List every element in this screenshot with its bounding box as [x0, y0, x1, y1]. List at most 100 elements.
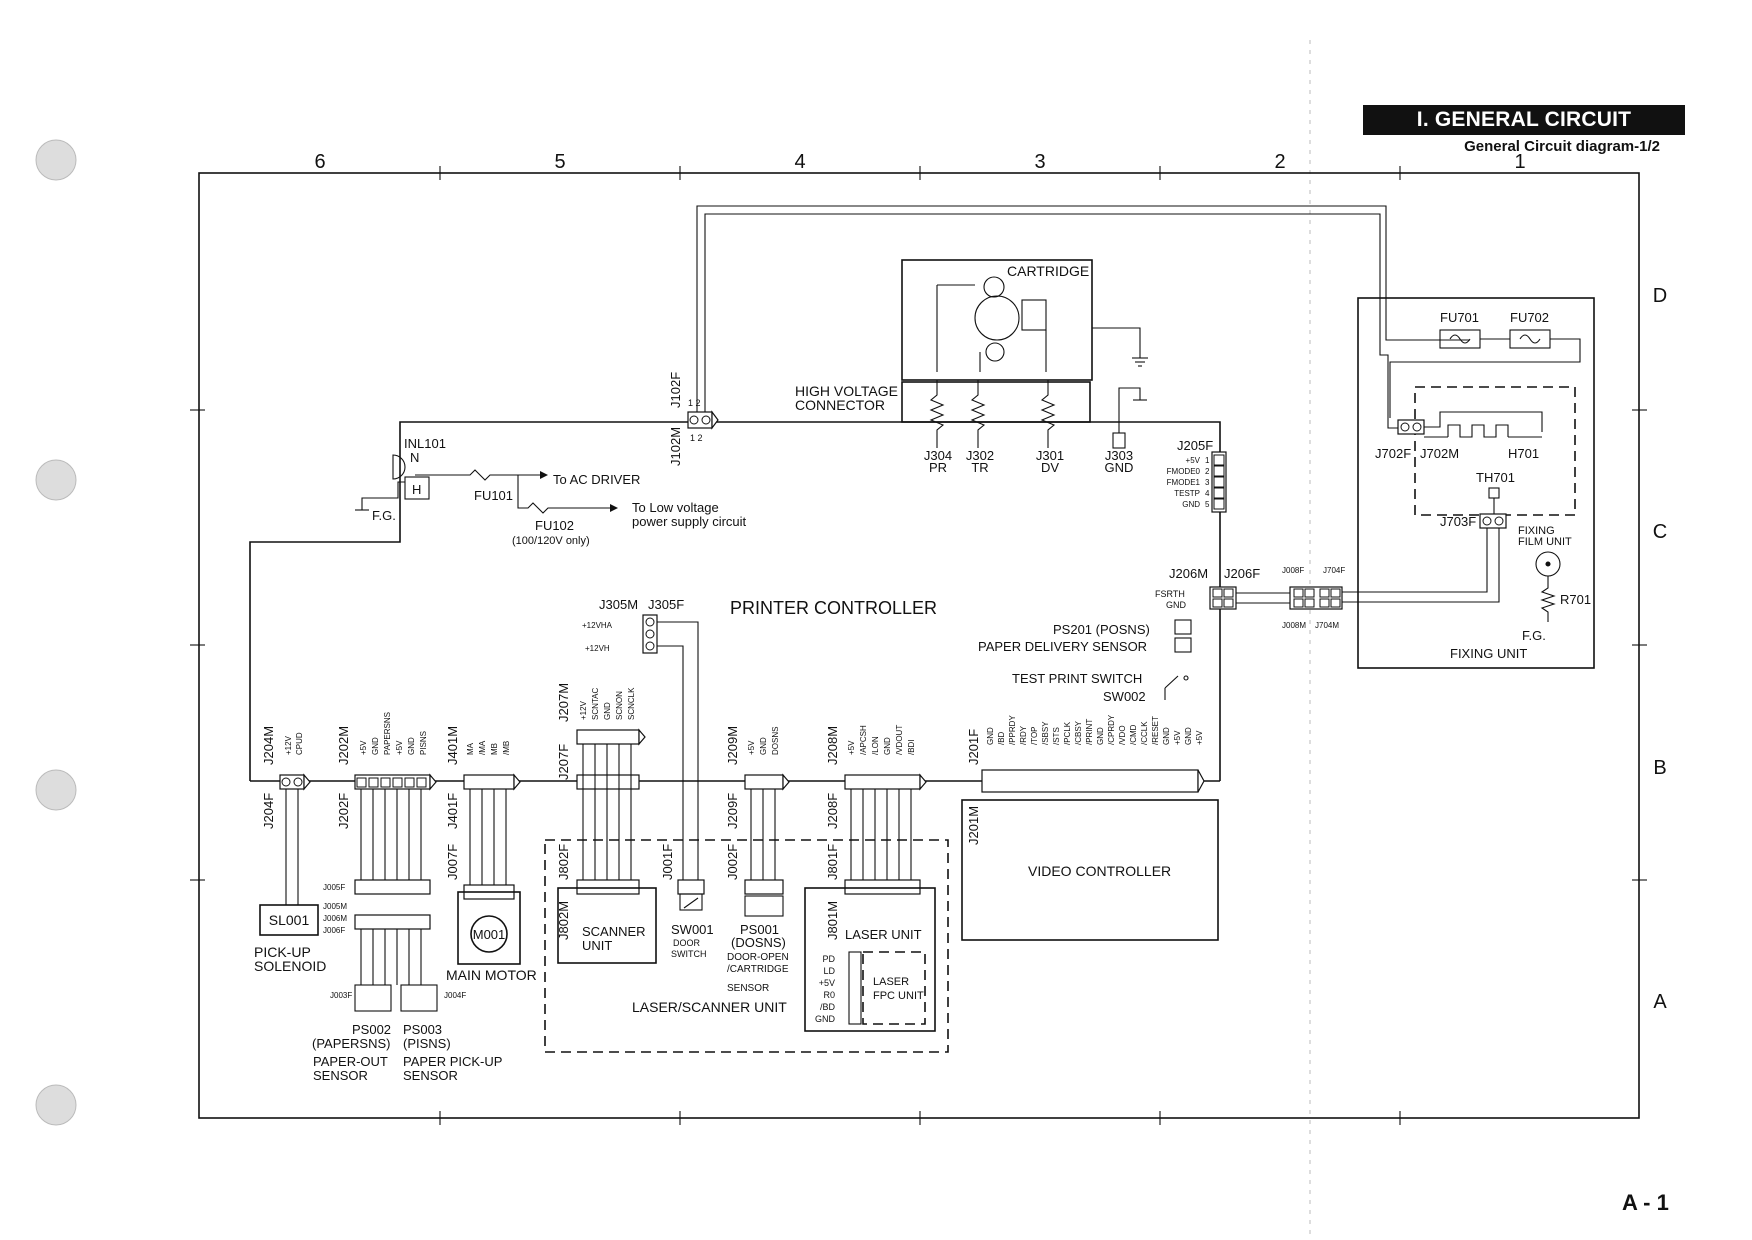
svg-text:J204M: J204M	[261, 726, 276, 765]
svg-text:J006M: J006M	[323, 914, 347, 923]
svg-text:/SBSY: /SBSY	[1041, 721, 1050, 745]
sl001-solenoid	[259, 904, 319, 936]
laser-scanner-unit	[544, 839, 949, 1053]
fu102-label: FU102	[535, 518, 574, 533]
j702-connector	[1397, 419, 1425, 435]
svg-text:H701: H701	[1508, 446, 1539, 461]
svg-text:4: 4	[1205, 489, 1210, 498]
col-label-3: 3	[1034, 151, 1045, 173]
svg-text:1 2: 1 2	[688, 398, 701, 408]
svg-text:LASER/SCANNER UNIT: LASER/SCANNER UNIT	[632, 999, 787, 1015]
svg-text:GND: GND	[759, 737, 768, 755]
svg-text:+5V: +5V	[1195, 730, 1204, 745]
svg-text:GND: GND	[407, 737, 416, 755]
svg-text:To Low voltage: To Low voltage	[632, 500, 719, 515]
col-label-6: 6	[314, 151, 325, 173]
svg-text:TEST PRINT SWITCH: TEST PRINT SWITCH	[1012, 671, 1142, 686]
svg-text:J208M: J208M	[825, 726, 840, 765]
svg-text:R0: R0	[823, 990, 835, 1000]
svg-text:FSRTH: FSRTH	[1155, 589, 1185, 599]
svg-text:3: 3	[1205, 478, 1210, 487]
svg-text:(DOSNS): (DOSNS)	[731, 935, 786, 950]
row-label-b: B	[1653, 757, 1666, 779]
svg-text:/CMD: /CMD	[1129, 724, 1138, 745]
row-label-c: C	[1653, 521, 1667, 543]
video-controller-label: VIDEO CONTROLLER	[1028, 863, 1171, 879]
svg-text:FMODE0: FMODE0	[1167, 467, 1201, 476]
svg-text:SW002: SW002	[1103, 689, 1146, 704]
svg-text:J801F: J801F	[825, 844, 840, 880]
svg-text:GND: GND	[815, 1014, 836, 1024]
svg-text:PS002: PS002	[352, 1022, 391, 1037]
svg-text:/TOP: /TOP	[1030, 726, 1039, 745]
j401-connector	[463, 773, 521, 791]
svg-text:F.G.: F.G.	[1522, 628, 1546, 643]
svg-text:FMODE1: FMODE1	[1167, 478, 1201, 487]
svg-text:GND: GND	[1096, 727, 1105, 745]
fu101-label: FU101	[474, 488, 513, 503]
svg-text:SENSOR: SENSOR	[313, 1068, 368, 1083]
j205f-connector	[1211, 451, 1227, 513]
svg-text:GND: GND	[1162, 727, 1171, 745]
svg-text:/CCLK: /CCLK	[1140, 721, 1149, 745]
svg-text:SCNON: SCNON	[615, 691, 624, 720]
svg-text:/BD: /BD	[997, 731, 1006, 745]
svg-text:J005F: J005F	[323, 883, 345, 892]
svg-text:/MA: /MA	[478, 740, 487, 755]
svg-text:J305F: J305F	[648, 597, 684, 612]
svg-text:J703F: J703F	[1440, 514, 1476, 529]
svg-text:GND: GND	[883, 737, 892, 755]
svg-text:1 2: 1 2	[690, 433, 703, 443]
svg-text:PS201 (POSNS): PS201 (POSNS)	[1053, 622, 1150, 637]
svg-text:J202F: J202F	[336, 793, 351, 829]
heater-h701	[1424, 411, 1543, 438]
svg-text:J702M: J702M	[1420, 446, 1459, 461]
svg-text:LASER: LASER	[873, 976, 909, 988]
svg-text:MAIN MOTOR: MAIN MOTOR	[446, 967, 537, 983]
svg-text:SCANNER: SCANNER	[582, 924, 646, 939]
svg-text:/STS: /STS	[1052, 727, 1061, 745]
svg-text:PS003: PS003	[403, 1022, 442, 1037]
svg-text:/CBSY: /CBSY	[1074, 720, 1083, 745]
svg-text:R701: R701	[1560, 592, 1591, 607]
svg-text:+12VHA: +12VHA	[582, 621, 613, 630]
svg-text:GND: GND	[986, 727, 995, 745]
svg-text:+12V: +12V	[579, 700, 588, 720]
svg-text:(100/120V only): (100/120V only)	[512, 535, 590, 547]
hv-springs	[929, 380, 1147, 449]
svg-text:J201M: J201M	[966, 806, 981, 845]
svg-text:PISNS: PISNS	[419, 731, 428, 755]
svg-text:J801M: J801M	[825, 901, 840, 940]
svg-text:M001: M001	[473, 927, 506, 942]
svg-text:J205F: J205F	[1177, 438, 1213, 453]
svg-text:+5V: +5V	[747, 740, 756, 755]
cartridge-label: CARTRIDGE	[1007, 263, 1089, 279]
svg-text:J207M: J207M	[556, 683, 571, 722]
svg-text:J206M: J206M	[1169, 566, 1208, 581]
j207-connector	[576, 728, 646, 790]
j305-connector	[642, 614, 658, 654]
ps003-sensor	[400, 984, 438, 1012]
svg-text:PS001: PS001	[740, 922, 779, 937]
svg-text:+5V: +5V	[1173, 730, 1182, 745]
svg-text:+5V: +5V	[395, 740, 404, 755]
j005-j006-connectors	[354, 879, 431, 930]
svg-text:TR: TR	[971, 460, 988, 475]
svg-text:PICK-UP: PICK-UP	[254, 944, 311, 960]
svg-text:J003F: J003F	[330, 991, 352, 1000]
svg-text:/PPRDY: /PPRDY	[1008, 715, 1017, 745]
svg-text:J401F: J401F	[445, 793, 460, 829]
svg-text:J008F: J008F	[1282, 566, 1304, 575]
svg-text:/BDI: /BDI	[907, 739, 916, 755]
grid-ticks	[190, 166, 1647, 1125]
th701-label: TH701	[1476, 470, 1515, 485]
svg-text:1: 1	[1205, 456, 1210, 465]
ps002-sensor	[354, 984, 392, 1012]
svg-text:+12V: +12V	[284, 735, 293, 755]
thermistor-r701	[1535, 551, 1561, 622]
fixing-unit-label: FIXING UNIT	[1450, 646, 1527, 661]
svg-text:FU701: FU701	[1440, 310, 1479, 325]
page-title: I. GENERAL CIRCUIT DIAGRAM	[1363, 105, 1685, 161]
j206-connector	[1209, 586, 1237, 610]
svg-text:DOOR: DOOR	[673, 938, 701, 948]
